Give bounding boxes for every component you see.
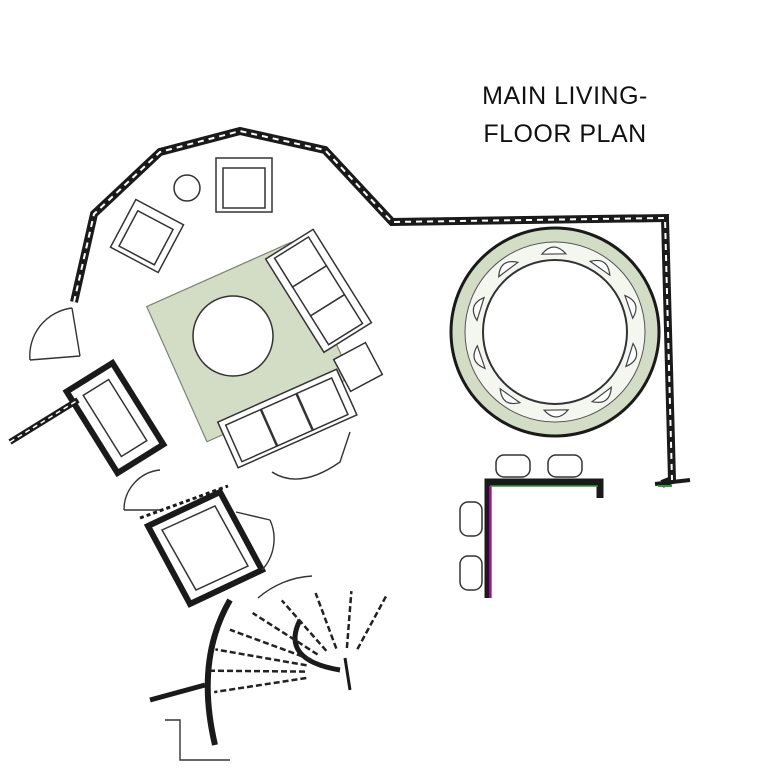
bar-stool-2	[547, 454, 583, 478]
exterior-wall	[70, 126, 691, 488]
sofa-bottom	[216, 368, 358, 469]
dining-chair	[623, 294, 637, 320]
stair-tread	[214, 676, 307, 694]
dining-chair	[542, 409, 570, 418]
dining-chair	[499, 387, 522, 405]
stair-tread	[356, 594, 388, 650]
dining-chair	[590, 386, 612, 403]
dining-chair	[540, 246, 568, 255]
stair-landing	[139, 484, 275, 608]
dining-chair	[473, 344, 487, 370]
bar-stool-3	[459, 501, 483, 537]
sofa-bottom-shadow	[271, 431, 351, 480]
stair-tread	[229, 628, 312, 661]
stair-tread	[280, 599, 328, 652]
plan-title-line-2: FLOOR PLAN	[483, 120, 647, 148]
dining-chair	[498, 261, 520, 278]
dining-chair	[588, 259, 611, 277]
entry-door	[29, 307, 81, 361]
stair-tread	[251, 611, 319, 656]
plan-title-line-1: MAIN LIVING-	[482, 82, 648, 110]
ottoman	[332, 341, 384, 393]
stair-tread	[345, 591, 353, 649]
kitchen-counter	[459, 454, 604, 598]
hall-door	[123, 469, 161, 511]
armchair-top	[215, 157, 273, 213]
dining-area	[449, 226, 661, 438]
bar-stool-4	[459, 555, 483, 591]
sofa-right	[264, 228, 373, 354]
stair-tread	[215, 648, 307, 667]
dining-chair	[624, 342, 638, 368]
curved-stair	[149, 575, 388, 761]
dining-chair	[472, 296, 486, 322]
stair-tread	[314, 592, 338, 650]
dining-chairs	[472, 246, 638, 418]
closet-unit	[62, 358, 168, 478]
stair-tread	[209, 669, 306, 673]
armchair-left	[109, 198, 185, 274]
left-wall-stub	[8, 397, 80, 445]
side-table	[173, 174, 201, 202]
coffee-table	[192, 295, 274, 377]
bar-stool-1	[495, 454, 531, 478]
dining-table	[482, 259, 628, 405]
